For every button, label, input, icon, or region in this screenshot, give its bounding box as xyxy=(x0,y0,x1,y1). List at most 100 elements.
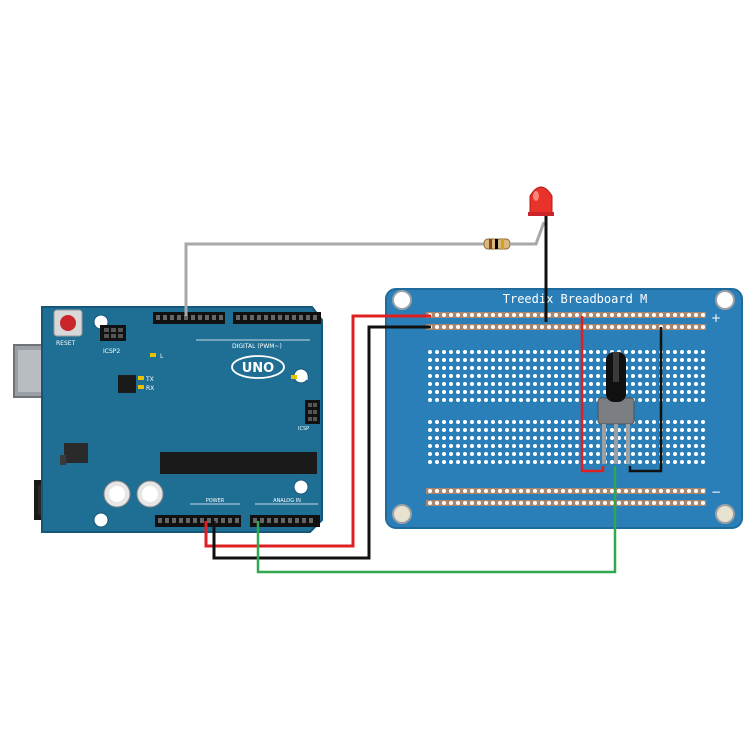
header-pin xyxy=(285,315,289,320)
header-pin xyxy=(295,518,299,523)
breadboard-hole xyxy=(568,390,572,394)
header-pin xyxy=(288,518,292,523)
breadboard-hole xyxy=(680,428,684,432)
breadboard-hole xyxy=(673,390,677,394)
breadboard-hole xyxy=(687,382,691,386)
breadboard-hole xyxy=(463,398,467,402)
breadboard-hole xyxy=(575,460,579,464)
breadboard-hole xyxy=(526,313,530,317)
breadboard-hole xyxy=(463,444,467,448)
breadboard-hole xyxy=(463,428,467,432)
breadboard-hole xyxy=(638,452,642,456)
breadboard-hole xyxy=(456,350,460,354)
breadboard-hole xyxy=(505,489,509,493)
breadboard-hole xyxy=(701,382,705,386)
breadboard-hole xyxy=(701,420,705,424)
breadboard-hole xyxy=(575,398,579,402)
led-on-indicator xyxy=(291,375,297,379)
breadboard-hole xyxy=(505,460,509,464)
analog-label: ANALOG IN xyxy=(273,498,301,504)
breadboard-hole xyxy=(456,374,460,378)
breadboard-hole xyxy=(498,358,502,362)
breadboard-hole xyxy=(589,382,593,386)
arduino-uno-board: RESET ICSP2 DIGITAL (PWM~) L TX RX UNO xyxy=(13,306,323,533)
breadboard-hole xyxy=(701,390,705,394)
breadboard-hole xyxy=(463,325,467,329)
breadboard-hole xyxy=(666,398,670,402)
breadboard-hole xyxy=(666,374,670,378)
breadboard-hole xyxy=(582,501,586,505)
breadboard-hole xyxy=(575,428,579,432)
breadboard-hole xyxy=(694,350,698,354)
breadboard-hole xyxy=(456,444,460,448)
breadboard-hole xyxy=(463,374,467,378)
breadboard-hole xyxy=(491,428,495,432)
wire-black-pot xyxy=(628,327,663,473)
breadboard-hole xyxy=(435,350,439,354)
header-pin xyxy=(292,315,296,320)
breadboard-hole xyxy=(687,460,691,464)
breadboard-hole xyxy=(442,398,446,402)
breadboard-hole xyxy=(498,452,502,456)
breadboard-hole xyxy=(694,452,698,456)
breadboard-hole xyxy=(533,358,537,362)
breadboard-hole xyxy=(652,325,656,329)
breadboard-hole xyxy=(561,390,565,394)
header-pin xyxy=(205,315,209,320)
potentiometer[interactable] xyxy=(597,352,635,464)
breadboard-hole xyxy=(526,452,530,456)
breadboard-hole xyxy=(652,382,656,386)
breadboard-hole xyxy=(477,350,481,354)
breadboard-hole xyxy=(512,382,516,386)
breadboard-hole xyxy=(449,444,453,448)
tx-label: TX xyxy=(145,376,154,383)
breadboard-hole xyxy=(554,374,558,378)
led-red xyxy=(528,186,554,216)
l-label: L xyxy=(160,353,164,360)
breadboard-hole xyxy=(533,366,537,370)
breadboard-hole xyxy=(533,420,537,424)
breadboard-hole xyxy=(547,350,551,354)
breadboard-hole xyxy=(554,452,558,456)
breadboard-hole xyxy=(526,489,530,493)
breadboard-hole xyxy=(568,325,572,329)
breadboard-hole xyxy=(631,436,635,440)
breadboard-hole xyxy=(449,428,453,432)
breadboard-hole xyxy=(575,489,579,493)
breadboard-hole xyxy=(589,444,593,448)
breadboard-hole xyxy=(526,444,530,448)
breadboard-hole xyxy=(498,501,502,505)
breadboard-hole xyxy=(456,460,460,464)
breadboard-hole xyxy=(484,436,488,440)
breadboard-hole xyxy=(442,350,446,354)
breadboard-hole xyxy=(554,444,558,448)
breadboard-hole xyxy=(449,313,453,317)
breadboard-hole xyxy=(512,444,516,448)
breadboard-hole xyxy=(638,358,642,362)
breadboard-hole xyxy=(477,489,481,493)
breadboard-hole xyxy=(470,313,474,317)
breadboard-hole xyxy=(505,350,509,354)
header-pin xyxy=(200,518,204,523)
breadboard-hole xyxy=(673,436,677,440)
breadboard-hole xyxy=(456,358,460,362)
breadboard-hole xyxy=(575,444,579,448)
breadboard-hole xyxy=(631,374,635,378)
breadboard-hole xyxy=(568,444,572,448)
breadboard-hole xyxy=(547,358,551,362)
breadboard-hole xyxy=(505,501,509,505)
digital-label: DIGITAL (PWM~) xyxy=(232,343,282,350)
breadboard-hole xyxy=(547,460,551,464)
breadboard-hole xyxy=(498,444,502,448)
breadboard-hole xyxy=(589,325,593,329)
reset-label: RESET xyxy=(56,340,76,347)
wire-red-5v xyxy=(204,314,431,548)
breadboard-hole xyxy=(456,420,460,424)
breadboard-hole xyxy=(589,313,593,317)
breadboard-hole xyxy=(449,350,453,354)
breadboard-hole xyxy=(456,436,460,440)
breadboard-hole xyxy=(442,436,446,440)
breadboard-hole xyxy=(694,489,698,493)
breadboard-hole xyxy=(547,398,551,402)
